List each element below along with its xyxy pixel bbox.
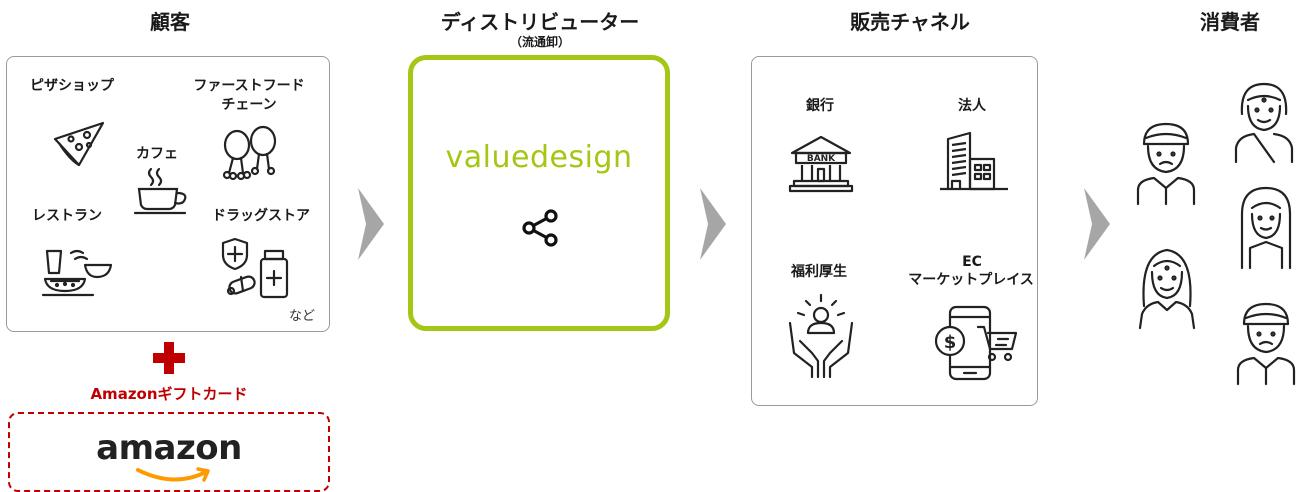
flow-arrow-1	[358, 188, 384, 264]
bank-sign-text: BANK	[807, 154, 836, 164]
header-customers: 顧客	[150, 10, 190, 34]
header-distributor-sub: （流通卸）	[509, 35, 570, 49]
medicine-icon	[221, 235, 295, 301]
channel-label-ec-1: EC	[962, 254, 982, 270]
customers-panel: ピザショップ ファーストフード チェーン カフェ レストラン ドラッグストア な…	[6, 56, 330, 332]
bank-icon: BANK	[788, 133, 854, 195]
customer-label-cafe: カフェ	[136, 146, 178, 162]
share-icon	[521, 208, 561, 252]
header-channels: 販売チャネル	[850, 10, 970, 34]
header-distributor: ディストリビューター	[440, 10, 640, 34]
mobile-shopping-icon: $	[932, 303, 1018, 383]
consumer-woman-long-hair-icon	[1136, 244, 1198, 330]
amazon-gift-card-label: Amazonギフトカード	[90, 385, 248, 403]
channel-label-corporate: 法人	[958, 98, 986, 114]
channel-label-bank: 銀行	[806, 98, 834, 114]
consumer-man-turban-icon	[1134, 118, 1198, 206]
pizza-icon	[49, 117, 109, 169]
consumer-woman-saree-icon	[1232, 78, 1296, 164]
customer-label-restaurant: レストラン	[32, 208, 102, 224]
coffee-cup-icon	[133, 165, 195, 219]
customer-label-pizza: ピザショップ	[30, 78, 114, 94]
customer-label-fastfood-2: チェーン	[221, 97, 277, 113]
chicken-icon	[217, 123, 283, 183]
customer-label-etc: など	[289, 309, 316, 324]
valuedesign-logo: valuedesign	[445, 140, 633, 175]
channel-label-welfare: 福利厚生	[791, 264, 847, 280]
office-building-icon	[938, 129, 1010, 195]
amazon-logo: amazon	[96, 428, 242, 468]
plus-icon	[150, 340, 188, 380]
customer-label-fastfood-1: ファーストフード	[193, 78, 305, 94]
channels-panel: 銀行 法人 福利厚生 EC マーケットプレイス BANK	[751, 56, 1038, 406]
header-consumers: 消費者	[1200, 10, 1260, 34]
welfare-hands-icon	[786, 293, 856, 379]
amazon-smile-icon	[134, 466, 214, 490]
svg-text:$: $	[944, 332, 957, 353]
customer-label-drugstore: ドラッグストア	[212, 208, 310, 224]
restaurant-meal-icon	[41, 243, 113, 299]
distributor-panel: valuedesign	[408, 55, 670, 331]
flow-arrow-2	[700, 188, 726, 264]
consumer-man-turban-2-icon	[1234, 298, 1298, 386]
consumer-woman-veil-icon	[1236, 184, 1296, 270]
amazon-panel: amazon	[8, 412, 330, 492]
flow-arrow-3	[1084, 188, 1110, 264]
channel-label-ec-2: マーケットプレイス	[908, 272, 1034, 288]
